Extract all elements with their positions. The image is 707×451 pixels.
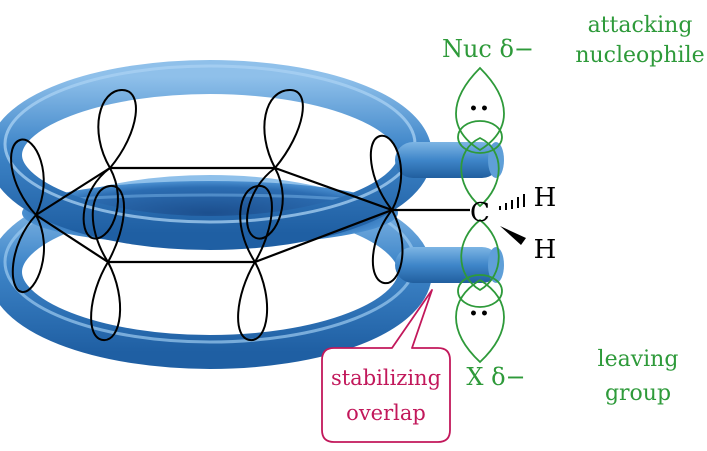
p-orbital-lobe [239, 184, 273, 264]
hashed-wedge-bond [499, 194, 525, 210]
callout-text-line1: stabilizing [331, 366, 441, 390]
p-orbital-lobe [237, 259, 269, 342]
nucleophile-lone-pair: •• [469, 101, 491, 117]
carbon-p-orbital-lower [460, 218, 500, 292]
leaving-group-symbol: X δ− [466, 363, 525, 391]
hydrogen-lower-label: H [534, 235, 557, 265]
p-orbital-lobe [369, 134, 403, 212]
p-orbital-lobe [82, 166, 119, 240]
callout-bubble [321, 289, 451, 443]
leaving-group-caption-line2: group [605, 381, 671, 406]
p-orbital-lobe [90, 259, 122, 342]
p-orbital-lobe [10, 138, 45, 217]
solid-wedge-bond [500, 226, 526, 245]
leaving-group-lone-pair: •• [469, 306, 491, 322]
nucleophile-small-lobe [457, 120, 503, 154]
nucleophile-caption-line2: nucleophile [575, 43, 704, 68]
upper-overlap-tube [395, 142, 504, 178]
p-orbital-lobe [246, 166, 284, 240]
nucleophile-caption-line1: attacking [588, 13, 693, 38]
leaving-group-small-lobe [457, 274, 503, 308]
p-orbital-lobe [91, 184, 126, 264]
carbon-atom-label: C [470, 198, 490, 228]
nucleophile-sp-lobe [455, 66, 505, 152]
nucleophile-orbital [455, 66, 505, 208]
callout-text-line2: overlap [346, 401, 426, 425]
ring-p-orbitals [10, 88, 404, 342]
leaving-group-sp-lobe [455, 278, 505, 364]
nucleophile-symbol: Nuc δ− [442, 35, 534, 63]
lower-overlap-tube [395, 247, 504, 283]
stabilizing-overlap-callout: stabilizing overlap [321, 289, 451, 443]
p-orbital-lobe [371, 208, 404, 285]
hydrogen-upper-label: H [534, 183, 557, 213]
p-orbital-lobe [263, 88, 304, 170]
leaving-group-orbital [455, 218, 505, 364]
leaving-group-caption-line1: leaving [598, 347, 679, 372]
reacting-carbon-group: C H H [470, 183, 556, 265]
carbon-p-orbital-upper [460, 137, 500, 208]
p-orbital-lobe [97, 88, 137, 170]
p-orbital-lobe [11, 213, 45, 293]
